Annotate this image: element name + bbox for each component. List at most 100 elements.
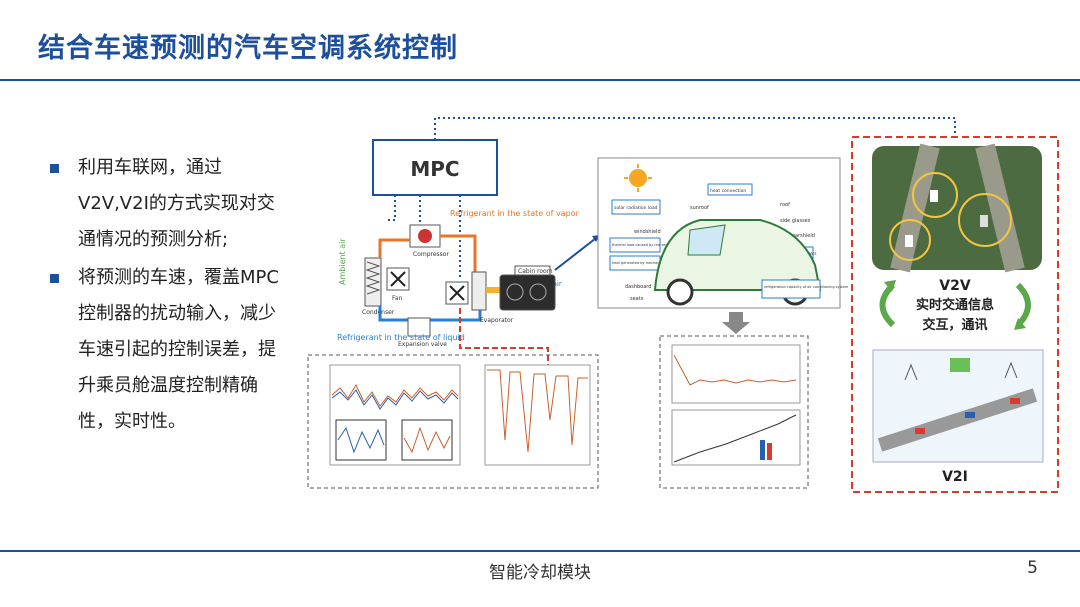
control-unit-icon	[950, 358, 970, 372]
down-arrow-icon	[722, 312, 750, 334]
temperature-plot	[671, 344, 801, 466]
v2x-panel	[851, 136, 1059, 493]
cycle-arrow-right-icon	[1015, 282, 1031, 328]
front-wheel-icon	[666, 278, 694, 306]
mpc-label: MPC	[410, 157, 459, 181]
inset-line-b	[403, 426, 451, 454]
cabin-room-tag	[514, 265, 551, 276]
evaporator-coil	[471, 271, 487, 311]
energy-plot-frame	[671, 409, 801, 466]
gauge-left-icon	[506, 283, 524, 301]
vehicle-icon	[915, 428, 925, 434]
cycle-arrow-right-head-icon	[1014, 318, 1026, 330]
sun-rays-icon	[624, 164, 652, 192]
signal-ring-icon	[958, 193, 1012, 247]
expansion-valve-label: Expansion valve	[398, 341, 447, 348]
car-window-icon	[687, 224, 726, 256]
v2i-illustration	[872, 349, 1044, 463]
highway-lanes	[890, 143, 1025, 273]
sun-icon	[629, 169, 647, 187]
vehicle-icon	[1010, 398, 1020, 404]
energy-bar-a	[760, 440, 765, 460]
bullet-text: 将预测的车速，覆盖MPC控制器的扰动输入，减少车速引起的控制误差，提升乘员舱温度…	[78, 267, 279, 432]
condenser-label: Condenser	[362, 309, 395, 316]
mpc-box	[372, 139, 498, 196]
condenser-zigzag-icon	[365, 261, 381, 295]
road-icon	[877, 388, 1038, 452]
liquid-pipe	[378, 306, 482, 322]
expansion-valve-icon	[407, 317, 431, 337]
vehicle-icon	[965, 412, 975, 418]
refrig-capacity-box	[761, 279, 821, 299]
bullet-square-icon	[50, 274, 59, 283]
page-title: 结合车速预测的汽车空调系统控制	[38, 33, 458, 64]
speed-plot	[329, 364, 461, 466]
evap-fan-plot	[484, 364, 591, 466]
cabin-dashboard-icon	[499, 274, 556, 311]
compressor-label: Compressor	[413, 251, 449, 258]
fan-label: Fan	[392, 295, 403, 302]
bullet-list: 利用车联网，通过V2V,V2I的方式实现对交通情况的预测分析; 将预测的车速，覆…	[50, 150, 280, 442]
refrigerant-vapor-label: Refrigerant in the state of vapor	[450, 209, 580, 218]
footer-rule	[0, 550, 1080, 552]
v2v-desc-line1: 实时交通信息	[916, 297, 994, 313]
bullet-text: 利用车联网，通过V2V,V2I的方式实现对交通情况的预测分析;	[78, 157, 275, 250]
v2v-label: V2V	[939, 278, 971, 294]
heat-convection-label: heat convection	[710, 188, 746, 194]
evaporator-fan-blades-icon	[449, 285, 465, 301]
heat-convection-box	[707, 183, 753, 196]
temperature-plot-frame	[671, 344, 801, 404]
compressor-motor-icon	[418, 229, 432, 243]
signal-ring-icon	[889, 219, 931, 261]
energy-bar-b	[767, 443, 772, 460]
side-glasses-label: side glasses	[780, 218, 811, 224]
speed-zoom-inset-a	[335, 419, 387, 461]
gauge-right-icon	[529, 283, 547, 301]
bullet-item: 利用车联网，通过V2V,V2I的方式实现对交通情况的预测分析;	[50, 150, 280, 258]
vapor-pipe	[378, 234, 477, 272]
car-thermal-load-figure: solar radiation load heat convection sun…	[597, 157, 849, 309]
signal-ring-icon	[912, 172, 958, 218]
speed-line-a	[331, 383, 459, 407]
roarshield-label: roarshield	[790, 233, 815, 239]
mpc-fan-link	[385, 195, 396, 221]
ac-schematic: Ambient air Fan Condenser Compressor Ref…	[337, 209, 580, 348]
v2v-desc-line2: 交互，通讯	[922, 317, 987, 333]
evap-plot-frame	[484, 364, 591, 466]
speed-line-b	[331, 389, 459, 410]
roof-label: roof	[780, 202, 790, 208]
ventilation-box	[609, 237, 661, 253]
car-icon	[930, 190, 938, 202]
bullet-square-icon	[50, 164, 59, 173]
cabin-to-load-arrow	[554, 234, 601, 271]
results-panel-right	[659, 335, 809, 489]
windshield-label: windshield	[634, 229, 661, 235]
page-number: 5	[1027, 558, 1038, 578]
footer-text: 智能冷却模块	[489, 563, 591, 583]
cabin-room-label: Cabin room	[518, 268, 553, 275]
cycle-arrow-left-head-icon	[884, 280, 896, 292]
bullet-item: 将预测的车速，覆盖MPC控制器的扰动输入，减少车速引起的控制误差，提升乘员舱温度…	[50, 260, 280, 440]
refrig-capacity-label: refrigeration capacity of air conditioni…	[764, 285, 849, 289]
seats-label: seats	[630, 296, 644, 302]
evap-line	[487, 369, 588, 453]
condenser-coil	[364, 257, 382, 307]
solar-load-box	[611, 199, 661, 215]
feedback-loop-line	[434, 117, 956, 140]
title-rule	[0, 79, 1080, 81]
sunroof-label: sunroof	[690, 205, 709, 211]
v2i-label: V2I	[942, 469, 968, 485]
dashboard-label: dashboard	[625, 284, 651, 290]
results-panel-left	[307, 354, 599, 489]
inset-line-a	[337, 426, 385, 454]
ambient-air-label: Ambient air	[338, 238, 347, 285]
temperature-line	[673, 354, 797, 386]
refrigerant-liquid-label: Refrigerant in the state of liquid	[337, 333, 465, 342]
evaporator-label: Evaporator	[480, 317, 514, 324]
ventilation-label: thermal load caused by the ventilation s…	[612, 243, 694, 247]
car-icon	[905, 235, 913, 247]
antenna-tower-icon	[904, 361, 1018, 381]
fan-blades-icon	[390, 271, 406, 287]
energy-line	[673, 414, 797, 463]
